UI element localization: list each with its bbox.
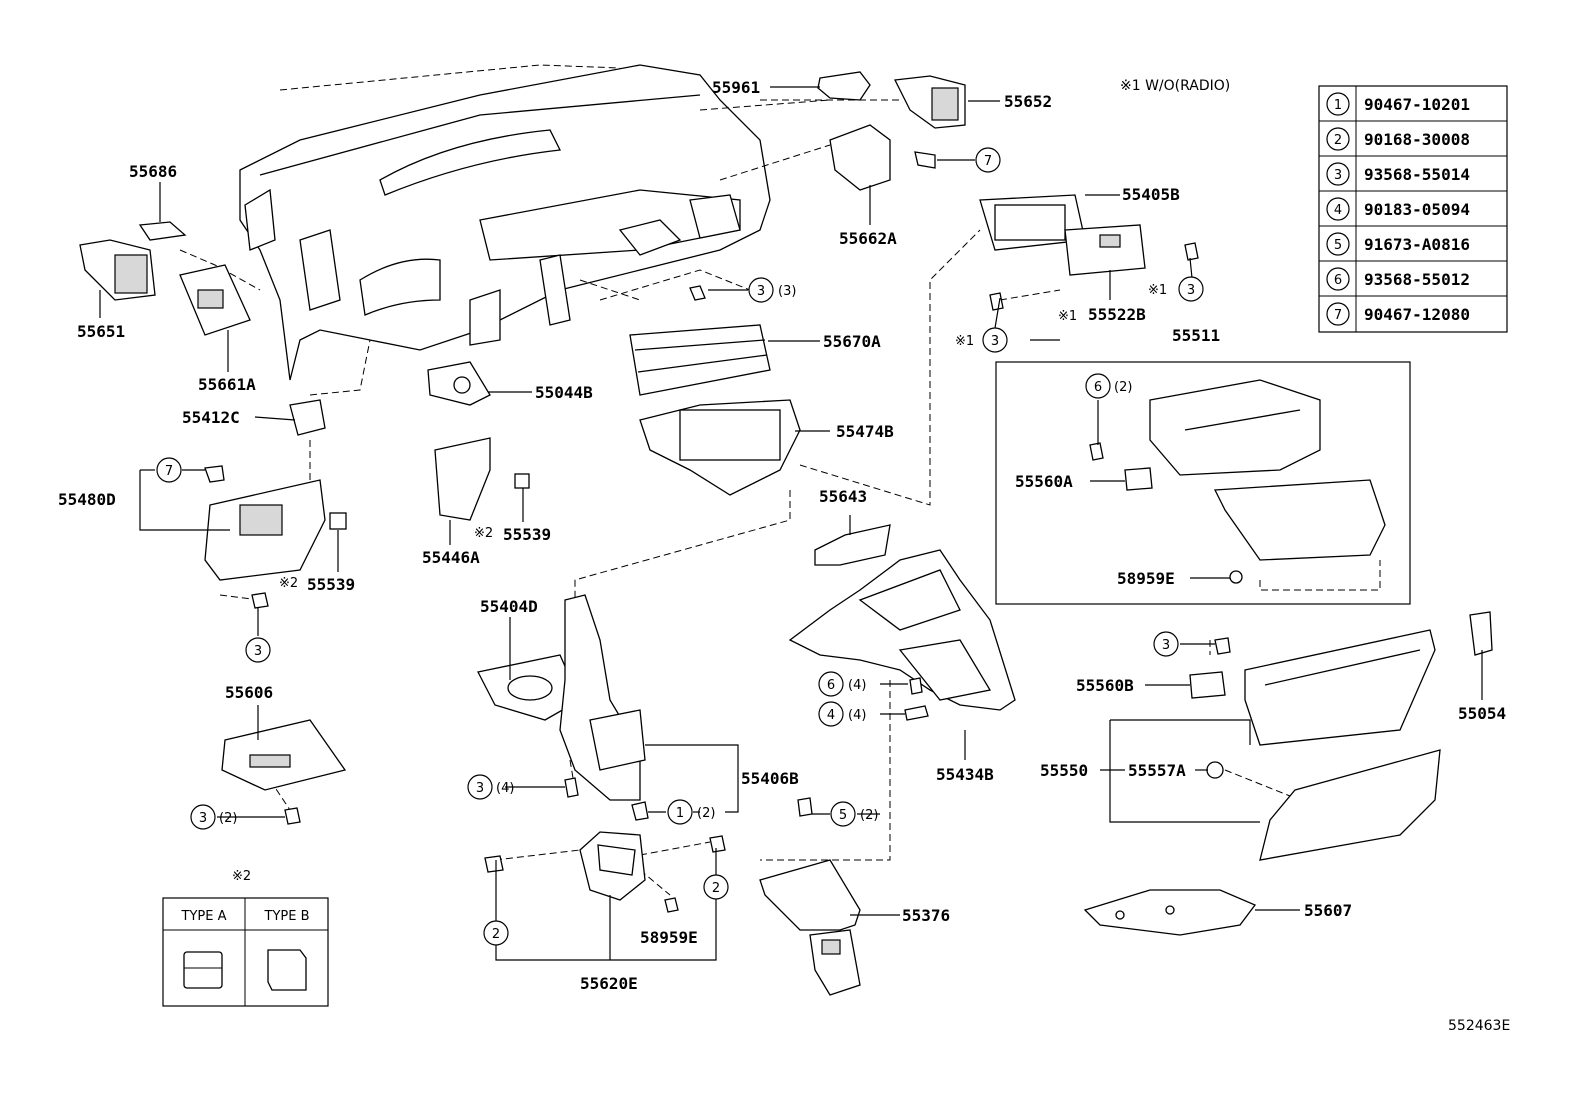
part-label: 55651: [77, 322, 125, 341]
legend-part: 93568-55014: [1364, 165, 1470, 184]
part-drawings: [79, 71, 1493, 996]
legend-num: 1: [1334, 98, 1342, 113]
legend-num: 6: [1334, 273, 1342, 288]
qty-label: (4): [496, 781, 514, 796]
part-labels: 55961 55652 55686 55651 55661A 55662A 55…: [58, 78, 1506, 993]
part-label: 55643: [819, 487, 867, 506]
part-label: 55474B: [836, 422, 894, 441]
part-label: 55607: [1304, 901, 1352, 920]
part-label: 55661A: [198, 375, 256, 394]
part-label: 55662A: [839, 229, 897, 248]
svg-text:5: 5: [839, 808, 847, 823]
legend-num: 5: [1334, 238, 1342, 253]
part-label: 55670A: [823, 332, 881, 351]
svg-text:3: 3: [1187, 283, 1195, 298]
part-label: 55686: [129, 162, 177, 181]
legend-table: 1 90467-10201 2 90168-30008 3 93568-5501…: [1318, 85, 1508, 333]
guide-lines: [179, 64, 1381, 896]
svg-text:4: 4: [827, 708, 835, 723]
qty-label: (3): [778, 284, 796, 299]
part-label: 55511: [1172, 326, 1220, 345]
part-label: 55404D: [480, 597, 538, 616]
type-b-label: TYPE B: [264, 909, 310, 924]
part-label: 55412C: [182, 408, 240, 427]
qty-label: (2): [219, 811, 237, 826]
qty-label: (2): [1114, 380, 1132, 395]
group-frame-55511: [995, 361, 1411, 605]
note-without-radio: ※1 W/O(RADIO): [1120, 78, 1230, 94]
legend-part: 90168-30008: [1364, 130, 1470, 149]
switch-type-b-image: [267, 949, 307, 991]
legend-num: 7: [1334, 308, 1342, 323]
svg-text:3: 3: [757, 284, 765, 299]
switch-type-a-image: [183, 951, 223, 989]
note-mark-1: ※1: [955, 334, 974, 349]
callout-circles: 7 3 3 3 7 3 3 3 1 6 6 4 5 2 2 3: [156, 147, 1204, 946]
legend-part: 90183-05094: [1364, 200, 1470, 219]
part-label: 55560A: [1015, 472, 1073, 491]
part-label: 55606: [225, 683, 273, 702]
part-label: 55376: [902, 906, 950, 925]
part-label: 55550: [1040, 761, 1088, 780]
svg-text:3: 3: [254, 644, 262, 659]
diagram-id: 552463E: [1448, 1018, 1510, 1034]
qty-label: (2): [860, 808, 878, 823]
part-label: 55560B: [1076, 676, 1134, 695]
part-label: 55522B: [1088, 305, 1146, 324]
part-label: 55480D: [58, 490, 116, 509]
instrument-panel-body: [239, 64, 771, 381]
type-table: TYPE A TYPE B: [162, 897, 329, 1007]
part-label: 55620E: [580, 974, 638, 993]
part-label: 55044B: [535, 383, 593, 402]
legend-num: 2: [1334, 133, 1342, 148]
svg-text:2: 2: [712, 881, 720, 896]
qty-label: (4): [848, 678, 866, 693]
part-label: 55557A: [1128, 761, 1186, 780]
legend-num: 4: [1334, 203, 1342, 218]
svg-text:2: 2: [492, 927, 500, 942]
part-label: 55539: [307, 575, 355, 594]
part-label: 55961: [712, 78, 760, 97]
part-label: 55446A: [422, 548, 480, 567]
note-mark-1: ※1: [1058, 309, 1077, 324]
svg-text:7: 7: [984, 154, 992, 169]
type-a-label: TYPE A: [181, 909, 227, 924]
svg-text:3: 3: [991, 334, 999, 349]
qty-label: (2): [697, 806, 715, 821]
legend-num: 3: [1334, 168, 1342, 183]
part-label: 55652: [1004, 92, 1052, 111]
svg-text:6: 6: [827, 678, 835, 693]
part-label: 55434B: [936, 765, 994, 784]
part-label: 58959E: [640, 928, 698, 947]
svg-text:3: 3: [476, 781, 484, 796]
part-label: 55539: [503, 525, 551, 544]
note-mark-2: ※2: [232, 869, 251, 884]
svg-text:7: 7: [165, 464, 173, 479]
legend-part: 90467-12080: [1364, 305, 1470, 324]
legend-part: 91673-A0816: [1364, 235, 1470, 254]
note-mark-1: ※1: [1148, 283, 1167, 298]
part-label: 55405B: [1122, 185, 1180, 204]
svg-text:1: 1: [676, 806, 684, 821]
part-label: 58959E: [1117, 569, 1175, 588]
part-label: 55406B: [741, 769, 799, 788]
part-label: 55054: [1458, 704, 1506, 723]
legend-part: 90467-10201: [1364, 95, 1470, 114]
svg-text:6: 6: [1094, 380, 1102, 395]
svg-text:3: 3: [1162, 638, 1170, 653]
legend-part: 93568-55012: [1364, 270, 1470, 289]
note-mark-2: ※2: [279, 576, 298, 591]
leader-lines: [99, 86, 1483, 961]
svg-text:3: 3: [199, 811, 207, 826]
qty-label: (4): [848, 708, 866, 723]
note-mark-2: ※2: [474, 526, 493, 541]
